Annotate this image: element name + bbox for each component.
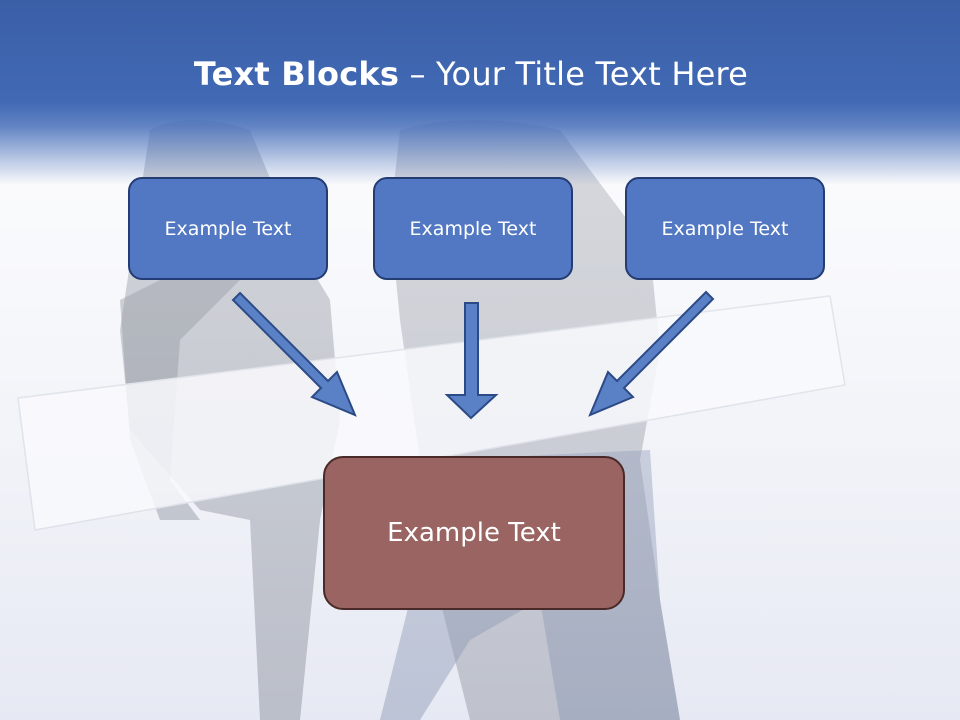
title-bold: Text Blocks xyxy=(193,55,400,93)
top-block-1[interactable]: Example Text xyxy=(128,177,328,280)
title-rest: – Your Title Text Here xyxy=(399,55,749,93)
bottom-block-label: Example Text xyxy=(387,518,561,548)
bottom-block[interactable]: Example Text xyxy=(323,456,625,610)
top-block-2-label: Example Text xyxy=(409,217,537,240)
top-block-2[interactable]: Example Text xyxy=(373,177,573,280)
arrow-right xyxy=(588,290,715,417)
arrow-center xyxy=(444,302,499,420)
top-block-3-label: Example Text xyxy=(661,217,789,240)
top-block-1-label: Example Text xyxy=(164,217,292,240)
header-band xyxy=(0,0,960,185)
top-block-3[interactable]: Example Text xyxy=(625,177,825,280)
slide-title: Text Blocks – Your Title Text Here xyxy=(0,55,942,93)
arrow-left xyxy=(231,291,357,417)
